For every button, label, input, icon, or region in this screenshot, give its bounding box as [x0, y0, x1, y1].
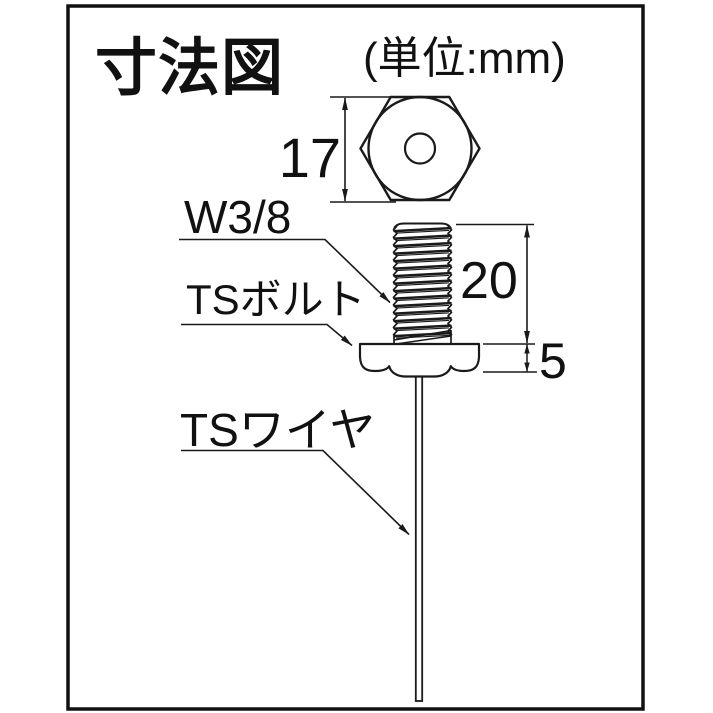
border-frame — [66, 4, 645, 711]
wire-label: TSワイヤ — [180, 404, 375, 456]
head-chamfer-circle — [367, 95, 473, 202]
center-hole-circle — [403, 132, 437, 165]
wire-leader — [181, 449, 410, 536]
thread-spec-leader — [179, 238, 391, 304]
unit-note: (単位:mm) — [363, 34, 566, 83]
thread-spec-label: W3/8 — [184, 191, 291, 243]
wire-callout: TSワイヤ — [180, 404, 410, 536]
bolt-leader — [181, 323, 353, 347]
thread-edges — [392, 225, 453, 337]
thread-root-lines — [395, 229, 450, 339]
wire — [414, 375, 424, 702]
threaded-shank — [392, 222, 453, 345]
thread-crest-lines — [393, 226, 452, 338]
neck-runout-line-1 — [393, 329, 452, 341]
dim-5-head-height: 5 — [483, 333, 567, 389]
diagram-title: 寸法図 — [95, 34, 284, 103]
dim-20-thread-length: 20 — [456, 223, 534, 344]
dim-20-value: 20 — [460, 252, 518, 310]
dim-17-value: 17 — [279, 126, 341, 189]
dim-5-value: 5 — [539, 333, 567, 389]
neck-runout-line-2 — [395, 335, 452, 345]
thread-spec-callout: W3/8 — [179, 191, 391, 304]
bolt-head-side-view — [358, 342, 481, 378]
bolt-label: TSボルト — [186, 276, 366, 323]
bolt-callout: TSボルト — [181, 276, 366, 347]
dim-17-across-flats: 17 — [279, 96, 396, 203]
